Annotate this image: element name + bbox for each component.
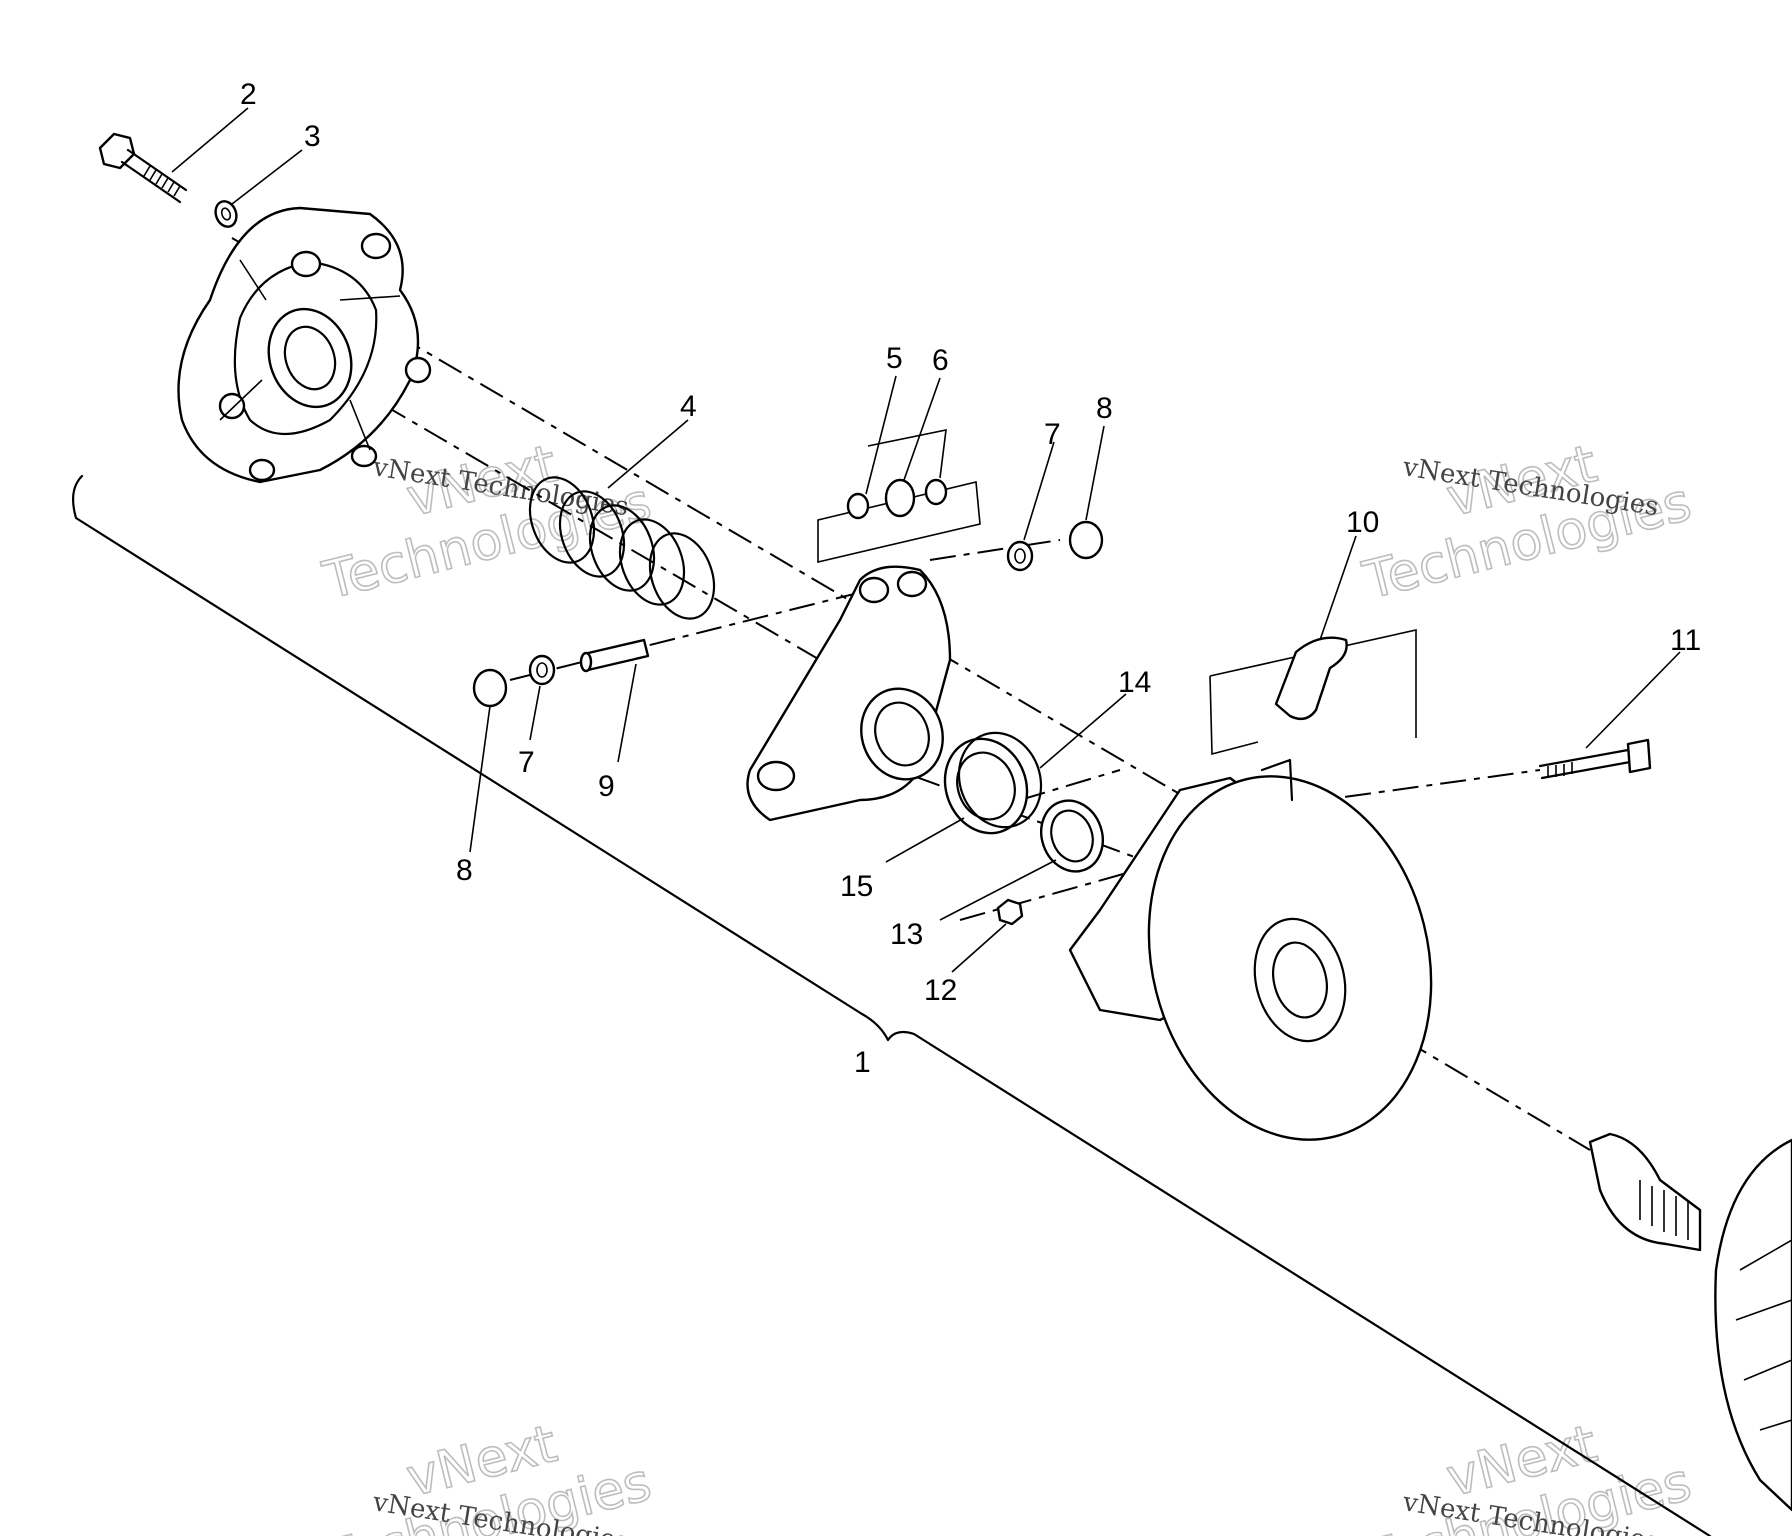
bolt-part xyxy=(98,132,188,204)
cap-8-part xyxy=(472,520,1104,708)
callout-15: 15 xyxy=(840,870,873,903)
callout-2: 2 xyxy=(240,78,257,111)
arm-bracket-part xyxy=(746,565,952,822)
bushing-group-part xyxy=(817,478,981,564)
callout-9: 9 xyxy=(598,770,615,803)
weight-part xyxy=(1209,629,1417,756)
callout-11: 11 xyxy=(1670,624,1701,657)
callout-3: 3 xyxy=(304,120,321,153)
watermarks: vNext Technologies vNext Technologies vN… xyxy=(317,433,1698,1536)
callout-6: 6 xyxy=(932,344,949,377)
assembly-bracket xyxy=(71,474,1712,1536)
callout-1: 1 xyxy=(854,1046,871,1079)
leader-lines xyxy=(171,107,1681,973)
callout-7-bottom: 7 xyxy=(518,746,535,779)
fixed-sheave-shaft-part xyxy=(1588,1132,1792,1512)
callouts: 2 3 4 5 6 7 8 10 11 14 7 9 8 15 13 12 1 xyxy=(240,78,1701,1079)
callout-12: 12 xyxy=(924,974,957,1007)
nut-part xyxy=(996,898,1024,926)
sheave-part xyxy=(1068,758,1433,1141)
washer-3-part xyxy=(214,200,238,228)
spring-part xyxy=(528,476,716,620)
callout-8-bottom: 8 xyxy=(456,854,473,887)
callout-10: 10 xyxy=(1346,506,1379,539)
callout-13: 13 xyxy=(890,918,923,951)
screw-part xyxy=(1538,738,1652,780)
pin-part xyxy=(579,638,650,673)
callout-7-top: 7 xyxy=(1044,418,1061,451)
ring-part xyxy=(1040,799,1104,873)
callout-4: 4 xyxy=(680,390,697,423)
cover-housing-part xyxy=(177,206,432,484)
callout-8-top: 8 xyxy=(1096,392,1113,425)
washer-7-part xyxy=(528,540,1034,686)
callout-14: 14 xyxy=(1118,666,1151,699)
callout-5: 5 xyxy=(886,342,903,375)
roller-part xyxy=(943,731,1043,835)
